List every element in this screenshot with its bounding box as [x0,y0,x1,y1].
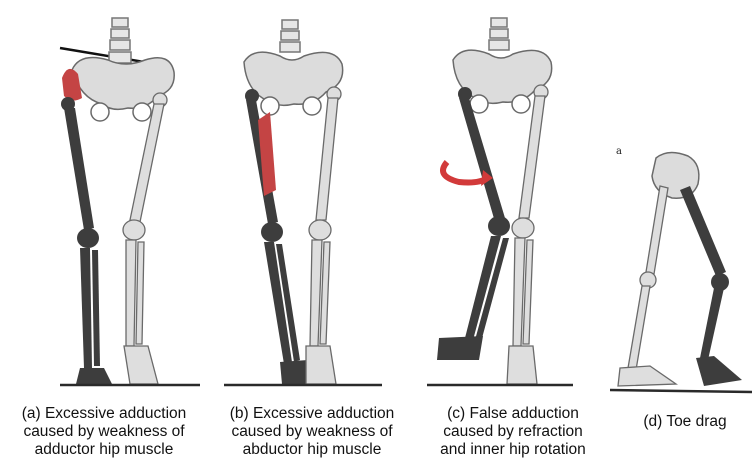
light-leg [618,186,676,386]
spine [489,18,509,50]
panel-b [222,0,392,400]
obturator-left [470,95,488,113]
panel-a-illustration [50,0,200,400]
caption-b: (b) Excessive adduction caused by weakne… [212,405,412,459]
obturator-right [512,95,530,113]
light-leg [306,87,341,384]
caption-line: caused by refraction [418,423,608,441]
caption-line: abductor hip muscle [212,441,412,459]
panel-d-illustration [610,0,752,400]
caption-c: (c) False adduction caused by refraction… [418,405,608,459]
caption-line: (d) Toe drag [630,413,740,431]
obturator-right [133,103,151,121]
ground-line [610,390,752,392]
dark-leg [680,186,742,386]
panel-c-illustration [425,0,585,400]
caption-line: (b) Excessive adduction [212,405,412,423]
obturator-left [91,103,109,121]
light-leg [123,93,167,384]
caption-d: (d) Toe drag [630,413,740,431]
panel-c [425,0,585,400]
caption-line: caused by weakness of [4,423,204,441]
caption-line: adductor hip muscle [4,441,204,459]
abductor-muscle [258,112,276,196]
caption-line: and inner hip rotation [418,441,608,459]
dark-leg [437,87,510,360]
caption-line: (a) Excessive adduction [4,405,204,423]
panel-a [50,0,200,400]
obturator-right [303,97,321,115]
dark-leg [61,97,112,384]
spine [109,18,131,63]
dark-leg [245,89,314,384]
panel-d: a [610,0,752,400]
caption-a: (a) Excessive adduction caused by weakne… [4,405,204,459]
caption-line: (c) False adduction [418,405,608,423]
caption-line: caused by weakness of [212,423,412,441]
spine [280,20,300,52]
panel-b-illustration [222,0,392,400]
light-leg [507,85,548,384]
